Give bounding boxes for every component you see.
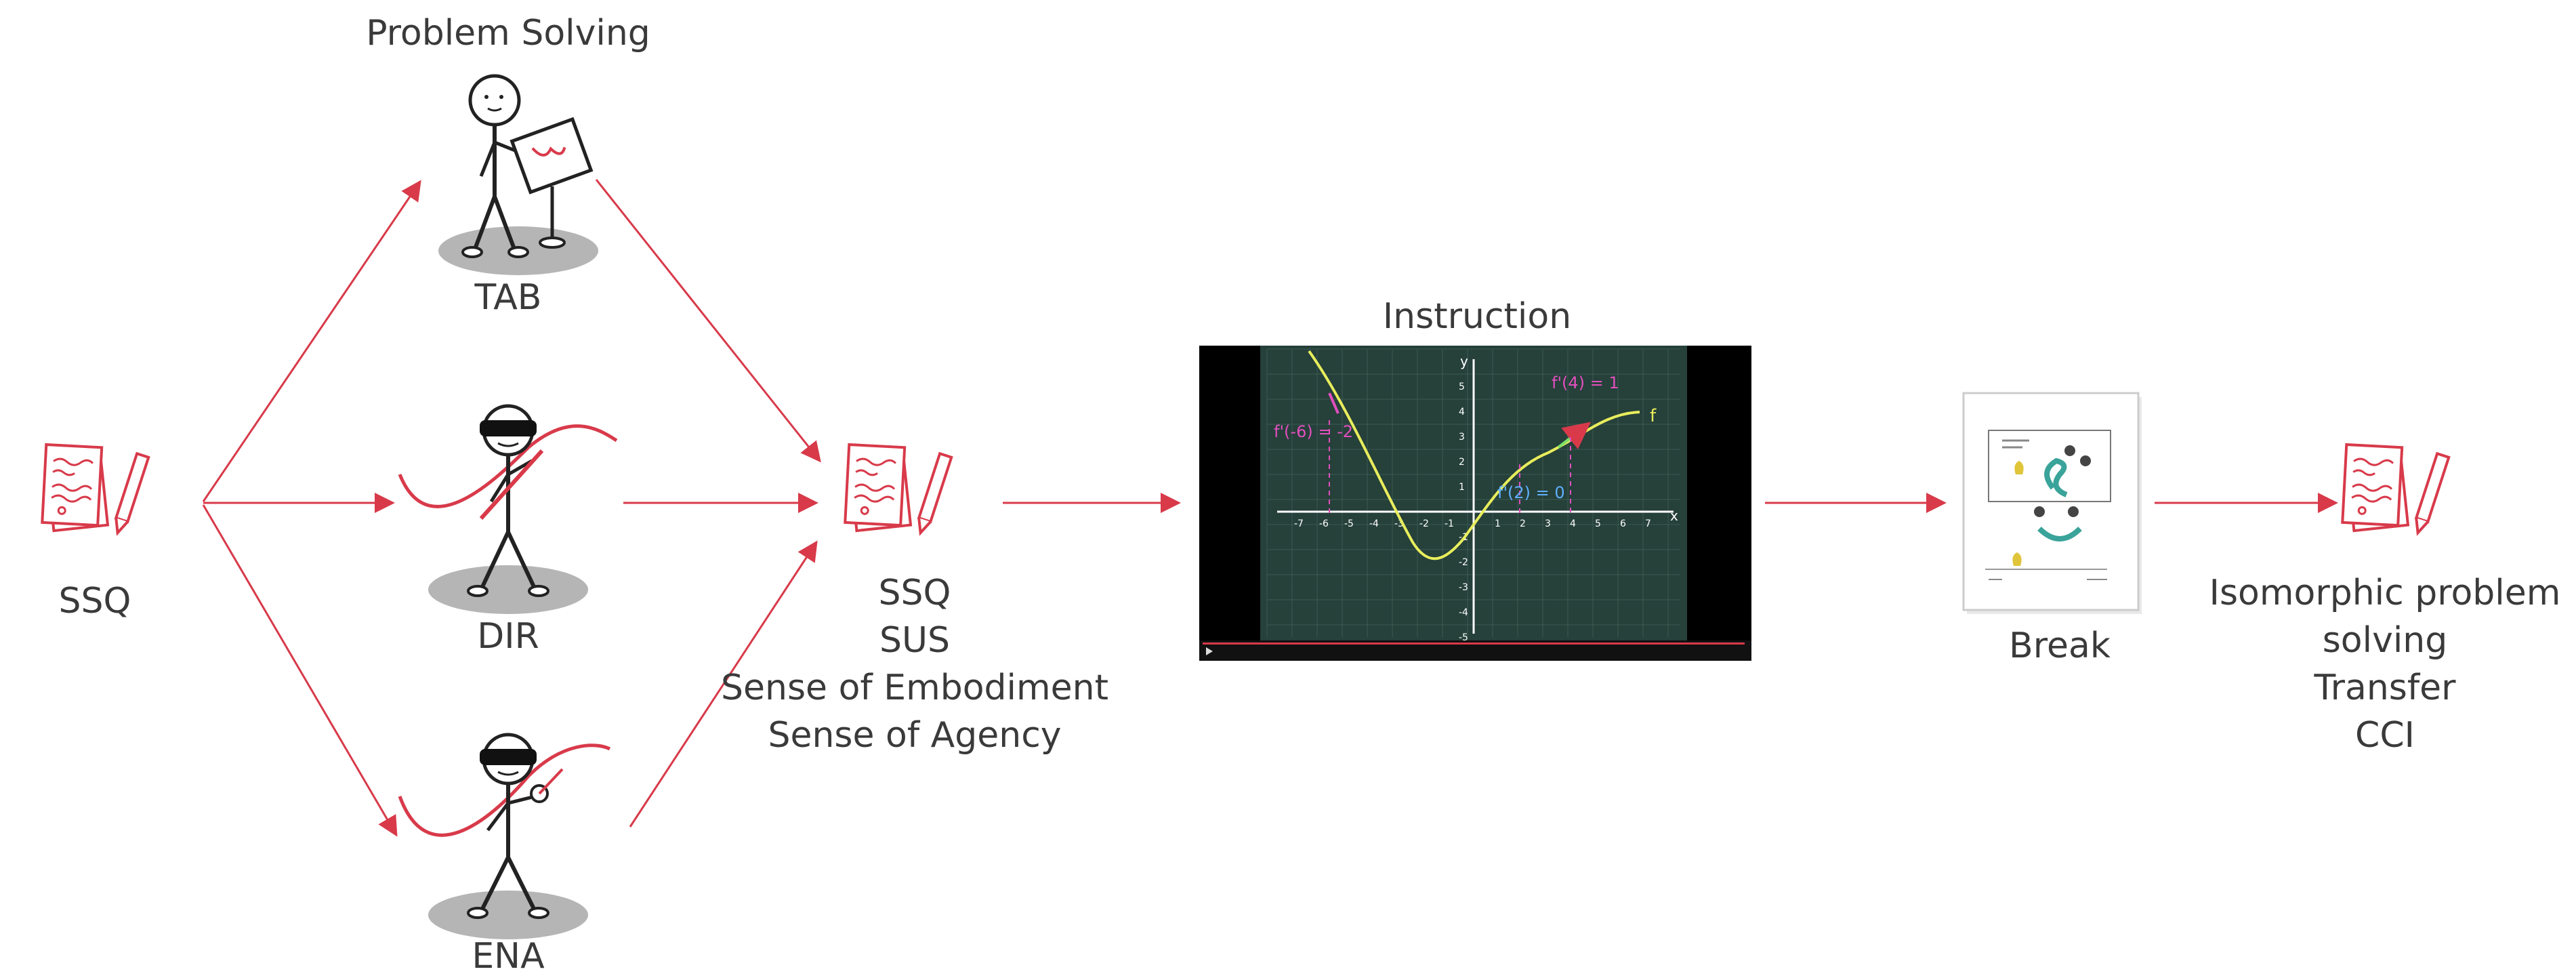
label-break: Break (2009, 626, 2111, 666)
label-problem-solving: Problem Solving (366, 13, 650, 54)
label-ssq-start: SSQ (58, 581, 131, 621)
label-middle-sus: SUS (879, 620, 951, 661)
x-tick-label: -6 (1319, 518, 1329, 529)
label-ena: ENA (472, 936, 545, 977)
dir-floor-shadow (428, 565, 588, 614)
arrow-ena-to-middle (629, 540, 818, 828)
x-tick-label: -5 (1344, 518, 1354, 529)
x-tick-label: 3 (1545, 518, 1551, 529)
y-tick-label: 2 (1459, 457, 1465, 468)
questionnaire-icon-final (2341, 443, 2451, 536)
questionnaire-icon-start (41, 443, 150, 536)
vr-headset-icon (480, 420, 537, 436)
ena-floor-shadow (428, 891, 588, 939)
label-instruction: Instruction (1382, 296, 1572, 337)
annotation-f-prime-m6: f'(-6) = -2 (1274, 422, 1353, 441)
tablet-icon (510, 117, 594, 195)
label-final-isomorphic-problem: Isomorphic problem (2209, 573, 2561, 613)
x-tick-label: 5 (1595, 518, 1601, 529)
label-final-transfer: Transfer (2314, 668, 2456, 708)
y-tick-label: 4 (1459, 407, 1465, 417)
y-tick-label: 1 (1459, 482, 1465, 493)
break-screen-thumbnail (1962, 392, 2142, 614)
x-tick-label: 1 (1495, 518, 1501, 529)
tangent-slope-m6 (1328, 392, 1339, 414)
dir-participant-illustration (398, 404, 618, 614)
x-tick-label: 2 (1520, 518, 1526, 529)
x-tick-label: 4 (1570, 518, 1576, 529)
label-final-solving: solving (2322, 620, 2448, 661)
label-final-cci: CCI (2355, 715, 2415, 756)
tab-participant-illustration (438, 74, 598, 275)
graph-grid (1266, 348, 1680, 637)
arrow-ssq-to-ena (202, 504, 398, 837)
label-middle-sense-of-embodiment: Sense of Embodiment (721, 668, 1108, 708)
tangent-slope-4 (1557, 422, 1592, 449)
arrow-ssq-to-tab (202, 180, 421, 502)
annotation-f-prime-4: f'(4) = 1 (1552, 373, 1619, 392)
annotation-f-prime-2: f'(2) = 0 (1497, 483, 1565, 502)
x-tick-label: -7 (1294, 518, 1304, 529)
y-tick-label: 5 (1459, 382, 1465, 392)
label-middle-ssq: SSQ (878, 573, 951, 613)
x-tick-label: 7 (1645, 518, 1651, 529)
vr-headset-icon (480, 749, 537, 765)
label-middle-questionnaires: SSQ SUS Sense of Embodiment Sense of Age… (705, 569, 1125, 759)
annotation-f: f (1650, 406, 1657, 426)
x-tick-label: 6 (1620, 518, 1626, 529)
play-icon[interactable] (1206, 647, 1213, 655)
label-middle-sense-of-agency: Sense of Agency (768, 715, 1062, 756)
label-tab: TAB (474, 277, 542, 318)
video-progress-bar[interactable] (1203, 642, 1745, 645)
axis-label-y: y (1460, 353, 1468, 369)
flow-arrows (202, 179, 2338, 837)
ena-participant-illustration (398, 733, 611, 939)
x-tick-label: -4 (1369, 518, 1379, 529)
arrow-tab-to-middle (595, 179, 821, 463)
x-tick-label: -1 (1445, 518, 1454, 529)
label-dir: DIR (477, 616, 539, 657)
label-final-tasks: Isomorphic problem solving Transfer CCI (2209, 569, 2561, 759)
questionnaire-icon-middle (844, 443, 953, 536)
y-tick-label: 3 (1459, 432, 1465, 443)
axis-label-x: x (1670, 508, 1678, 524)
y-tick-label: -2 (1459, 557, 1468, 568)
x-tick-label: -2 (1419, 518, 1429, 529)
y-tick-label: -3 (1459, 582, 1468, 593)
y-tick-label: -4 (1459, 607, 1468, 618)
